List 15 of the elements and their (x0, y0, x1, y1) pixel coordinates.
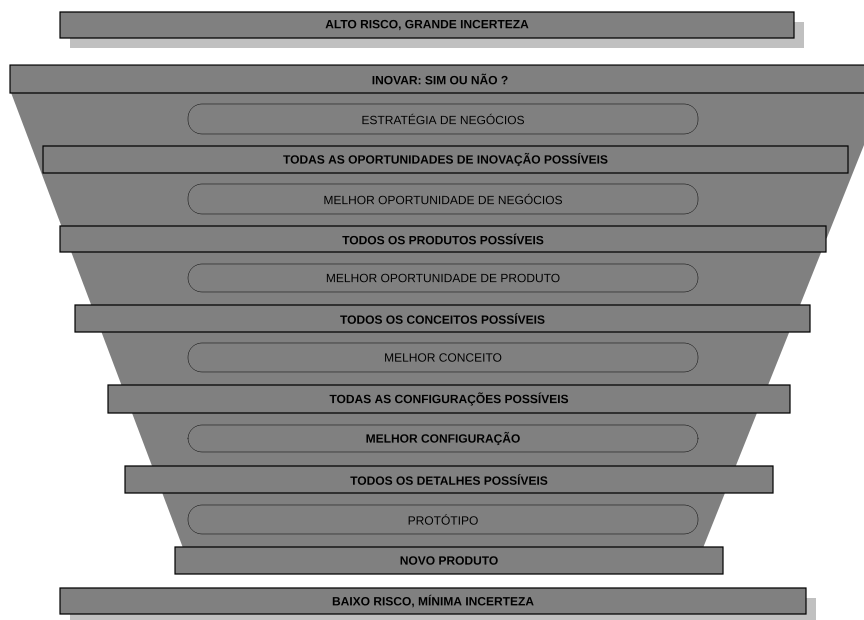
result-box: PROTÓTIPO (188, 504, 698, 534)
stage-bar: TODOS OS CONCEITOS POSSÍVEIS (74, 304, 811, 333)
stage-bar: TODAS AS OPORTUNIDADES DE INOVAÇÃO POSSÍVEIS (42, 145, 849, 174)
stage-bar: ALTO RISCO, GRANDE INCERTEZA (59, 11, 804, 48)
result-box: MELHOR OPORTUNIDADE DE PRODUTO (188, 264, 698, 292)
result-box: MELHOR CONCEITO (188, 342, 698, 372)
stage-bar: TODOS OS DETALHES POSSÍVEIS (124, 465, 774, 494)
stage-bar: BAIXO RISCO, MÍNIMA INCERTEZA (59, 587, 816, 620)
result-box: MELHOR OPORTUNIDADE DE NEGÓCIOS (188, 184, 698, 214)
stage-bar: NOVO PRODUTO (174, 546, 724, 575)
stage-bar: TODAS AS CONFIGURAÇÕES POSSÍVEIS (107, 384, 791, 414)
stage-bar: INOVAR: SIM OU NÃO ? (9, 64, 864, 94)
stage-bar: TODOS OS PRODUTOS POSSÍVEIS (59, 225, 827, 253)
result-box: MELHOR CONFIGURAÇÃO (188, 424, 698, 452)
result-box: ESTRATÉGIA DE NEGÓCIOS (188, 104, 698, 134)
